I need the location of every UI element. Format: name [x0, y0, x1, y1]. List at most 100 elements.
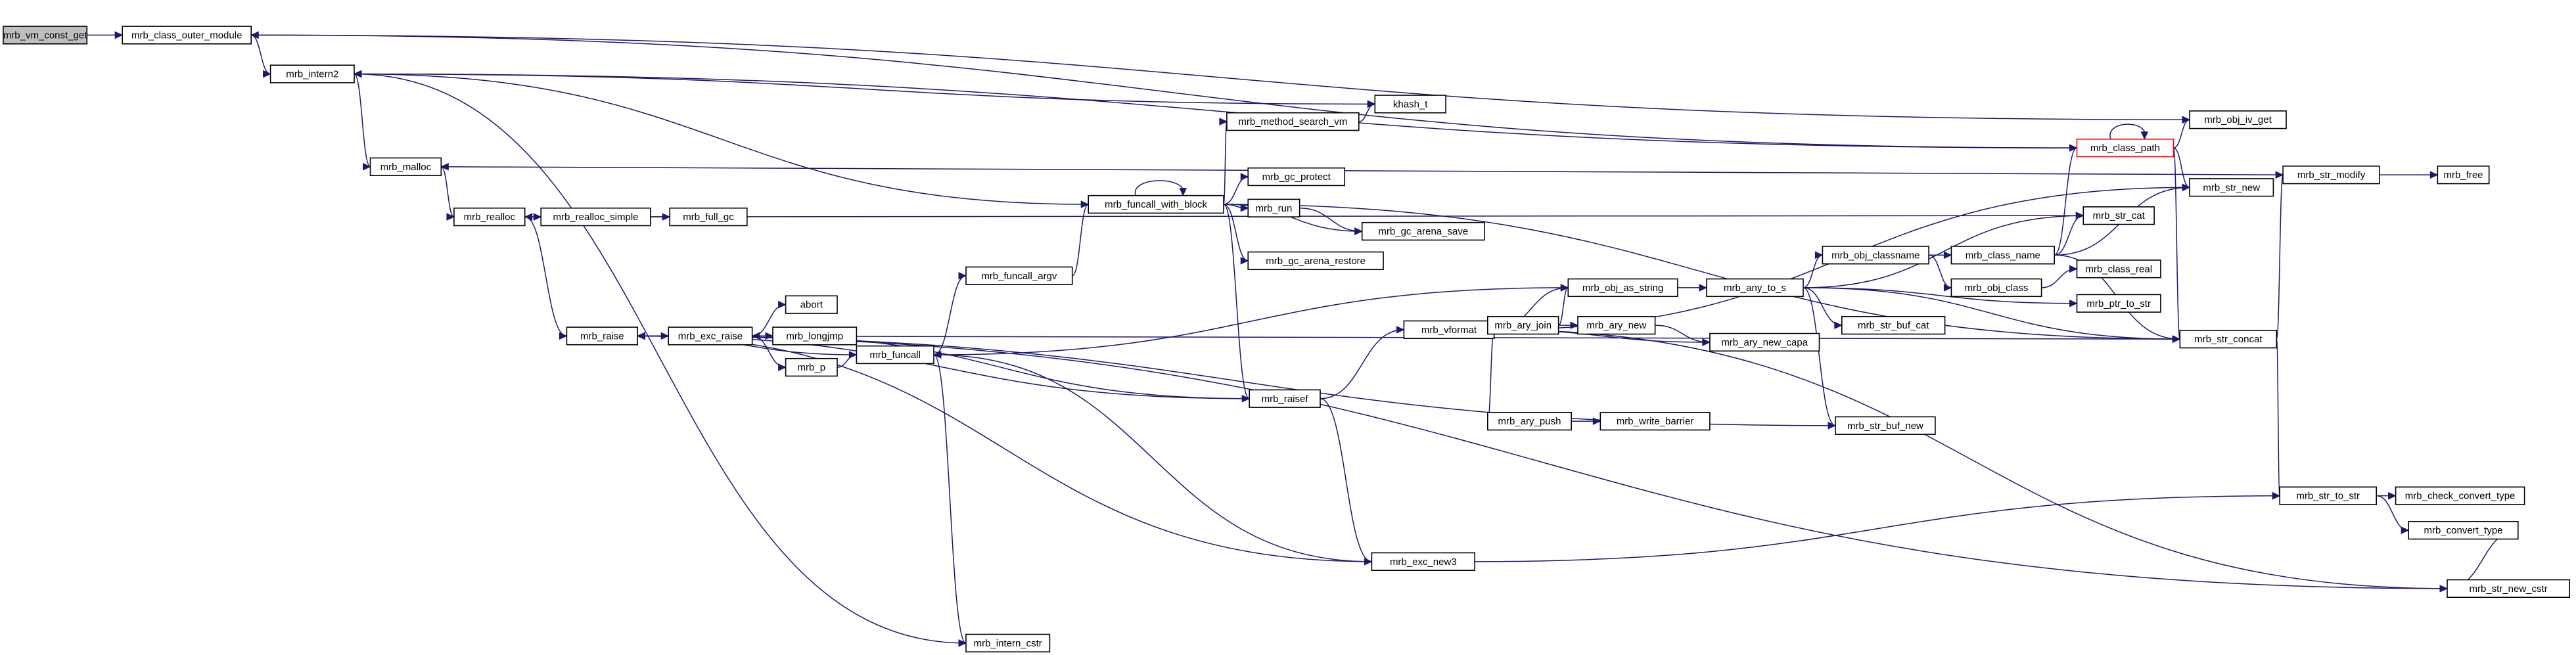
node-label: mrb_str_buf_cat [1858, 320, 1929, 331]
edge-n12-n13-arrow [958, 272, 967, 280]
edge-n44-n3-arrow [440, 163, 449, 171]
node-label: mrb_p [798, 362, 826, 373]
node-mrb-exc-raise[interactable]: mrb_exc_raise [668, 327, 753, 346]
edge-n2-n3-arrow [363, 163, 371, 171]
node-mrb-ary-new-capa[interactable]: mrb_ary_new_capa [1709, 332, 1820, 352]
node-mrb-realloc-simple[interactable]: mrb_realloc_simple [540, 207, 651, 227]
edge-n15-n16 [1223, 121, 1228, 205]
node-mrb-class-real[interactable]: mrb_class_real [2076, 260, 2161, 279]
node-mrb-write-barrier[interactable]: mrb_write_barrier [1599, 411, 1711, 431]
node-box [1577, 316, 1656, 335]
node-mrb-str-to-str[interactable]: mrb_str_to_str [2279, 486, 2377, 505]
edge-n8-n11-arrow [778, 363, 787, 371]
node-mrb-obj-class[interactable]: mrb_obj_class [1950, 278, 2042, 298]
node-mrb-vformat[interactable]: mrb_vformat [1403, 320, 1495, 339]
node-label: mrb_intern_cstr [974, 638, 1042, 649]
node-box [1361, 221, 1485, 241]
edge-n49-n7 [637, 335, 2448, 589]
node-mrb-gc-arena-restore[interactable]: mrb_gc_arena_restore [1247, 251, 1384, 271]
node-label: mrb_exc_raise [678, 330, 743, 342]
node-label: mrb_str_concat [2194, 334, 2263, 345]
edge-n40-n40 [2109, 124, 2146, 140]
node-box [1088, 194, 1224, 214]
node-mrb-ptr-to-str[interactable]: mrb_ptr_to_str [2076, 294, 2161, 313]
node-label: mrb_class_name [1966, 250, 2040, 261]
node-label: mrb_run [1256, 203, 1293, 214]
node-mrb-class-path[interactable]: mrb_class_path [2076, 139, 2174, 158]
edge-n22-n7-arrow [636, 332, 645, 340]
node-mrb-intern2[interactable]: mrb_intern2 [269, 64, 355, 83]
node-mrb-ary-new[interactable]: mrb_ary_new [1577, 316, 1656, 335]
node-mrb-class-outer-module[interactable]: mrb_class_outer_module [122, 26, 252, 45]
node-mrb-gc-protect[interactable]: mrb_gc_protect [1247, 167, 1346, 187]
node-mrb-p[interactable]: mrb_p [785, 357, 838, 377]
node-mrb-free[interactable]: mrb_free [2437, 166, 2490, 185]
node-box [2076, 139, 2174, 158]
edge-n26-n27 [1655, 325, 1710, 343]
node-mrb-run[interactable]: mrb_run [1247, 198, 1300, 217]
node-label: mrb_ary_push [1498, 416, 1561, 427]
node-box [1249, 389, 1321, 408]
node-mrb-exc-new3[interactable]: mrb_exc_new3 [1371, 552, 1475, 572]
node-mrb-class-name[interactable]: mrb_class_name [1950, 246, 2055, 265]
node-label: mrb_method_search_vm [1238, 116, 1347, 127]
node-label: mrb_funcall_argv [981, 271, 1057, 282]
node-mrb-raisef[interactable]: mrb_raisef [1249, 389, 1321, 408]
node-box [785, 295, 838, 314]
node-mrb-funcall-argv[interactable]: mrb_funcall_argv [965, 266, 1073, 285]
node-mrb-ary-push[interactable]: mrb_ary_push [1487, 411, 1573, 431]
edge-n12-n13 [933, 275, 967, 355]
node-label: mrb_write_barrier [1617, 416, 1694, 427]
node-abort[interactable]: abort [785, 295, 838, 314]
node-mrb-str-new[interactable]: mrb_str_new [2189, 178, 2274, 197]
edge-n43-n46-arrow [2272, 491, 2281, 500]
edge-n1-n2 [250, 34, 271, 75]
node-box [1706, 278, 1804, 298]
node-mrb-check-convert-type[interactable]: mrb_check_convert_type [2395, 486, 2525, 505]
node-mrb-obj-iv-get[interactable]: mrb_obj_iv_get [2189, 110, 2287, 129]
node-mrb-longjmp[interactable]: mrb_longjmp [772, 327, 858, 346]
node-box [2189, 178, 2274, 197]
edge-n4-n7 [524, 216, 567, 337]
node-box [772, 327, 858, 346]
node-mrb-ary-join[interactable]: mrb_ary_join [1487, 316, 1559, 335]
node-mrb-full-gc[interactable]: mrb_full_gc [669, 207, 748, 227]
node-mrb-str-concat[interactable]: mrb_str_concat [2179, 329, 2278, 349]
node-box [453, 207, 526, 227]
edge-n46-n47-arrow [2388, 491, 2397, 500]
node-mrb-str-buf-new[interactable]: mrb_str_buf_new [1835, 416, 1936, 435]
node-mrb-obj-as-string[interactable]: mrb_obj_as_string [1567, 278, 1678, 298]
node-mrb-gc-arena-save[interactable]: mrb_gc_arena_save [1361, 221, 1485, 241]
node-mrb-convert-type[interactable]: mrb_convert_type [2408, 520, 2519, 540]
node-mrb-obj-classname[interactable]: mrb_obj_classname [1822, 246, 1929, 265]
edge-n31-n34 [1803, 254, 1823, 288]
node-box [1403, 320, 1495, 339]
edge-n26-n27-arrow [1702, 338, 1711, 346]
node-mrb-str-new-cstr[interactable]: mrb_str_new_cstr [2447, 579, 2570, 599]
node-mrb-method-search-vm[interactable]: mrb_method_search_vm [1226, 112, 1360, 131]
node-mrb-any-to-s[interactable]: mrb_any_to_s [1706, 278, 1804, 298]
node-label: mrb_str_modify [2297, 169, 2366, 181]
node-mrb-vm-const-get[interactable]: mrb_vm_const_get [3, 26, 87, 45]
node-mrb-funcall-with-block[interactable]: mrb_funcall_with_block [1088, 194, 1224, 214]
node-mrb-str-cat[interactable]: mrb_str_cat [2082, 206, 2155, 225]
edge-n19-n20 [1299, 208, 1362, 232]
edge-n22-n23-arrow [1396, 326, 1405, 334]
edge-n40-n41-arrow [2182, 116, 2191, 124]
node-mrb-funcall[interactable]: mrb_funcall [856, 345, 934, 365]
node-khash-t[interactable]: khash_t [1374, 95, 1446, 114]
node-mrb-raise[interactable]: mrb_raise [566, 327, 639, 346]
edge-n31-n39 [1803, 215, 2084, 288]
node-label: mrb_str_buf_new [1847, 420, 1923, 432]
edge-n14-n2 [354, 73, 967, 644]
node-mrb-malloc[interactable]: mrb_malloc [369, 157, 442, 176]
node-label: mrb_convert_type [2424, 525, 2502, 536]
node-mrb-str-modify[interactable]: mrb_str_modify [2282, 166, 2380, 185]
node-label: mrb_obj_classname [1831, 250, 1920, 261]
node-mrb-realloc[interactable]: mrb_realloc [453, 207, 526, 227]
edge-n15-n21 [1223, 204, 1249, 261]
edge-n1-n2-arrow [263, 70, 271, 78]
node-mrb-intern-cstr[interactable]: mrb_intern_cstr [965, 633, 1051, 653]
node-box [1487, 411, 1573, 431]
node-mrb-str-buf-cat[interactable]: mrb_str_buf_cat [1841, 316, 1946, 335]
